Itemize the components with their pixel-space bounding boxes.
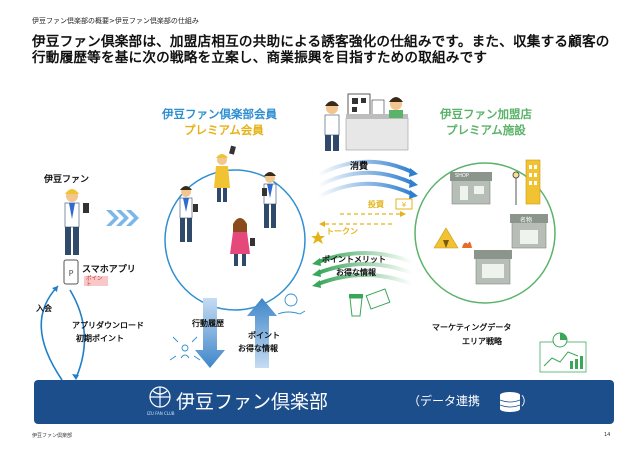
data-link-label: （データ連携 — [408, 394, 481, 408]
point-info-label: ポイント — [248, 331, 280, 340]
smartphone-app-label: スマホアプリ — [82, 265, 136, 275]
hand-coin-icon — [277, 293, 306, 315]
page-number: 14 — [604, 432, 611, 438]
footer-text: 伊豆ファン倶楽部 — [32, 433, 73, 439]
point-tag-bg — [84, 276, 108, 286]
svg-text:P: P — [69, 269, 74, 278]
izu-fan-label: 伊豆ファン — [44, 175, 90, 185]
souvenir-sign: 名物 — [520, 217, 533, 224]
marketing-data-label: マーケティングデータ — [432, 323, 512, 332]
svg-text:¥: ¥ — [402, 201, 407, 209]
member-circle — [164, 169, 306, 311]
member-figure-1 — [214, 145, 236, 202]
join-label: 入会 — [36, 304, 52, 313]
qr-code-icon — [347, 93, 371, 117]
breadcrumb: 伊豆ファン倶楽部の概要>伊豆ファン倶楽部の仕組み — [32, 17, 199, 25]
shop-circle — [414, 162, 556, 304]
shop-counter-scene — [324, 93, 409, 151]
star-icon — [311, 231, 325, 244]
footer-band — [34, 380, 614, 424]
shop-sign: SHOP — [455, 173, 469, 179]
page-headline: 伊豆ファン倶楽部は、加盟店相互の共助による誘客強化の仕組みです。また、収集する顧… — [32, 34, 610, 66]
behavior-history-label: 行動履歴 — [192, 319, 224, 328]
member-subtitle: プレミアム会員 — [184, 123, 264, 137]
point-info-arrow — [247, 298, 277, 368]
member-figure-2 — [179, 186, 198, 242]
app-download-label: アプリダウンロード — [72, 321, 144, 330]
point-merit-arrows — [312, 251, 413, 288]
data-link-close: ） — [521, 394, 534, 408]
tent-icon — [433, 227, 472, 249]
member-title: 伊豆ファン倶楽部会員 — [162, 107, 277, 121]
small-shop-icon — [474, 250, 512, 285]
people-network-icon — [169, 336, 201, 361]
database-icon — [499, 392, 521, 412]
behavior-history-arrow — [195, 298, 225, 368]
logo-text: 伊豆ファン倶楽部 — [176, 391, 329, 413]
chevron-arrows-icon — [106, 210, 139, 226]
member-figure-4 — [230, 218, 255, 266]
club-logo-icon — [149, 386, 171, 408]
area-strategy-label: エリア戦略 — [462, 337, 502, 346]
good-info-label: お得な情報 — [336, 268, 376, 277]
download-arrow — [69, 289, 86, 379]
consumption-arrows — [317, 159, 418, 199]
consumption-label: 消費 — [350, 162, 369, 172]
shop-building-icon — [450, 172, 492, 205]
initial-point-label: 初期ポイント — [76, 334, 124, 343]
streetlamp-icon — [512, 171, 520, 205]
coupon-icon — [365, 288, 391, 310]
souvenir-shop-icon — [510, 214, 548, 249]
member-figure-3 — [262, 172, 277, 228]
join-arrow — [40, 285, 63, 381]
cup-icon — [349, 294, 363, 317]
token-label: トークン — [326, 227, 358, 236]
investment-label: 投資 — [368, 200, 384, 209]
shop-title: 伊豆ファン加盟店 — [440, 107, 532, 121]
good-info-label-2: お得な情報 — [238, 344, 278, 353]
tall-building-icon — [525, 159, 541, 205]
shop-subtitle: プレミアム施設 — [446, 123, 526, 137]
point-tag-label: ポイント — [86, 276, 103, 288]
yen-box — [395, 198, 413, 210]
izu-fan-figure — [64, 189, 89, 255]
point-merit-label: ポイントメリット — [322, 255, 386, 264]
analytics-chart-icon — [539, 332, 587, 373]
logo-subtext: IZU FAN CLUB — [147, 411, 175, 416]
app-phone-icon: P — [63, 259, 79, 285]
